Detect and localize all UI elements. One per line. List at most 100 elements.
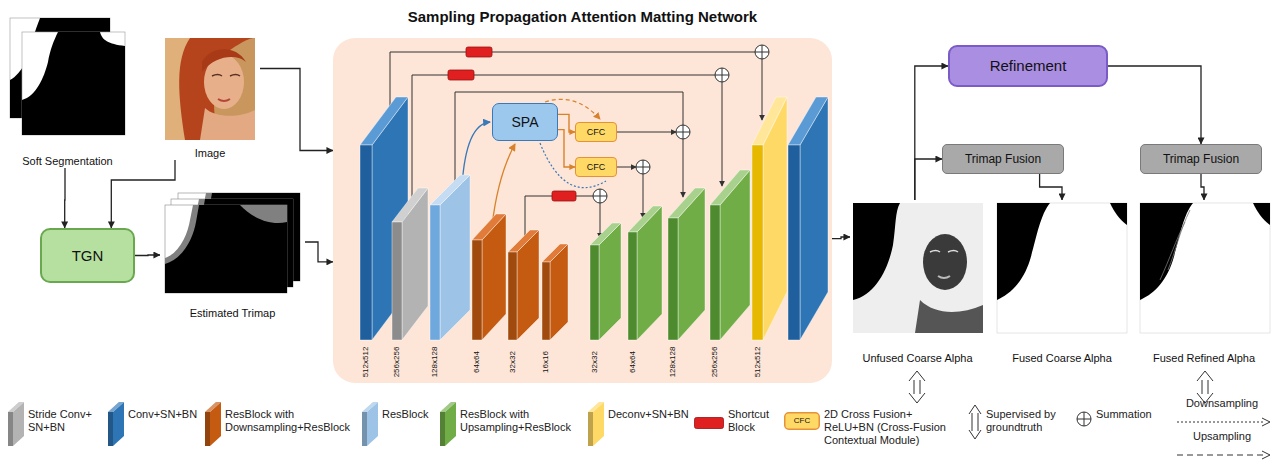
legend-symbol [969, 405, 981, 439]
feature-blocks [788, 97, 828, 145]
fused-refined-alpha-picture [1140, 203, 1193, 300]
skip-connections [600, 203, 601, 238]
legend-symbol [1177, 422, 1264, 423]
soft-segmentation-picture [22, 32, 125, 135]
feature-blocks [752, 145, 763, 340]
legend-text: Deconv+SN+BN [608, 408, 692, 421]
summation-symbols [593, 189, 607, 203]
fused-refined-alpha-picture [1253, 203, 1270, 225]
skip-connections [617, 132, 676, 133]
summation-symbols [676, 125, 690, 139]
connector [1108, 66, 1201, 144]
legend-text: Upsampling [1172, 430, 1272, 443]
legend-swatch [8, 402, 26, 446]
node-label: CFC [587, 162, 606, 173]
process-box: Trimap Fusion [1140, 144, 1262, 174]
feature-blocks [710, 205, 720, 340]
legend-swatch [694, 417, 724, 429]
legend-swatch [362, 402, 380, 446]
legend-swatch [588, 412, 593, 446]
skip-connections [492, 144, 515, 226]
trimap-picture [165, 205, 287, 293]
legend-text: 2D Cross Fusion+ ReLU+BN (Cross-Fusion C… [824, 408, 962, 447]
feature-blocks [508, 230, 539, 252]
trimap-picture [165, 193, 300, 293]
legend-swatch [205, 402, 221, 412]
soft-segmentation-picture [22, 32, 125, 135]
legend-text: Downsampling [1172, 397, 1272, 410]
feature-blocks [430, 205, 440, 340]
dimension-label: 128x128 [669, 347, 677, 378]
image-panel: Estimated Trimap [160, 190, 305, 320]
network-panel: Sampling Propagation Attention Matting N… [333, 8, 832, 383]
unfused-alpha-picture [923, 234, 967, 290]
feature-blocks [788, 145, 800, 340]
skip-connections [722, 82, 723, 186]
feature-blocks [472, 240, 482, 340]
fused-refined-alpha-picture [1140, 203, 1270, 333]
legend-text: ResBlock [382, 408, 437, 421]
legend-swatch [205, 412, 210, 446]
legend-text: Stride Conv+ SN+BN [28, 408, 103, 434]
summation-symbols [755, 45, 769, 59]
legend-symbol [1077, 412, 1091, 426]
summation-symbols [755, 45, 769, 59]
skip-connections [617, 167, 636, 168]
legend-symbol [1177, 455, 1264, 456]
image-panel: Unfused Coarse Alpha [850, 200, 985, 365]
photo-picture [202, 49, 246, 72]
node-label: Trimap Fusion [1163, 152, 1239, 166]
skip-connections [643, 174, 644, 218]
connector [915, 66, 948, 200]
shortcut-blocks [448, 70, 474, 80]
module-box: SPA [492, 103, 558, 141]
image-panel: Fused Coarse Alpha [992, 200, 1132, 365]
skip-connections [683, 139, 684, 197]
photo-picture [200, 108, 255, 140]
connector [111, 160, 175, 228]
feature-blocks [542, 262, 550, 340]
feature-blocks [628, 206, 662, 232]
skip-connections [455, 92, 683, 188]
node-label: Trimap Fusion [965, 152, 1041, 166]
legend-symbol [1262, 418, 1270, 426]
feature-blocks [710, 170, 750, 205]
feature-blocks [360, 97, 828, 340]
unfused-alpha-picture [938, 276, 950, 278]
legend-swatch [108, 412, 113, 446]
feature-blocks [392, 222, 402, 340]
feature-blocks [508, 252, 517, 340]
unfused-alpha-picture [853, 203, 983, 333]
legend-swatch [362, 412, 367, 446]
summation-symbols [676, 125, 690, 139]
feature-blocks [668, 188, 705, 218]
legend-symbol [1176, 450, 1271, 460]
trimap-picture [165, 205, 287, 293]
feature-blocks [360, 145, 372, 340]
legend-swatch [8, 402, 24, 412]
legend-text: Supervised by groundtruth [986, 408, 1070, 434]
connector [558, 130, 575, 167]
connector [305, 242, 333, 262]
node-label: SPA [512, 114, 539, 131]
image-panel: Soft Segmentation [5, 18, 130, 168]
legend-swatch [362, 412, 367, 446]
process-box: Refinement [948, 45, 1108, 87]
legend-swatch [362, 402, 378, 412]
legend-swatch [588, 412, 593, 446]
image-panel: Fused Refined Alpha [1135, 200, 1273, 365]
feature-blocks [392, 188, 428, 222]
connector [135, 254, 160, 256]
legend-text: ResBlock with Downsampling+ResBlock [225, 408, 357, 434]
process-box: TGN [40, 228, 135, 283]
legend-swatch [108, 412, 113, 446]
legend-symbol [1077, 412, 1091, 426]
dimension-label: 128x128 [431, 347, 439, 378]
caption: Fused Coarse Alpha [1012, 352, 1112, 365]
fused-refined-alpha-picture [1140, 203, 1270, 333]
legend-swatch [440, 402, 458, 446]
fused-coarse-alpha-picture [997, 203, 1127, 333]
summation-symbols [636, 160, 650, 174]
skip-connections [762, 59, 763, 120]
feature-blocks [752, 97, 787, 145]
